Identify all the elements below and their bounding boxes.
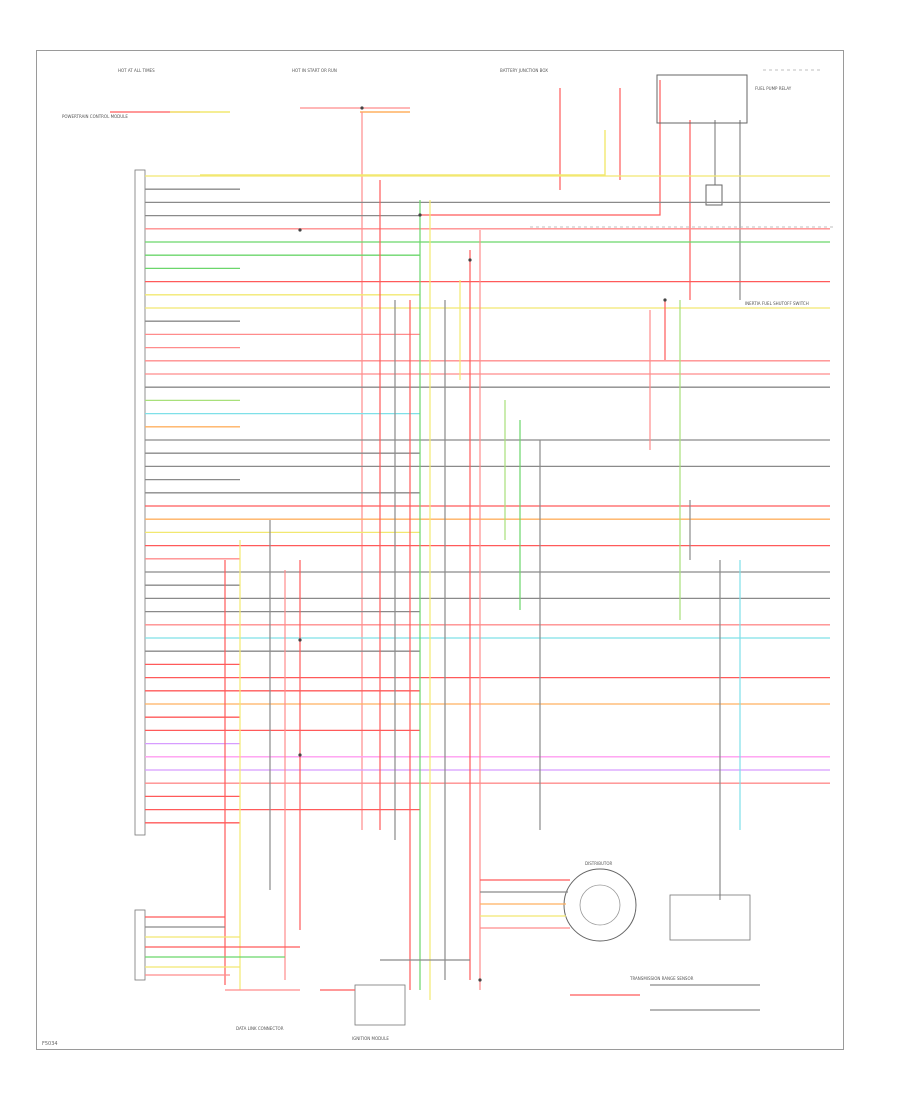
pcm-connector [134, 169, 146, 836]
label-fuel-pump-relay: FUEL PUMP RELAY [755, 86, 792, 91]
transmission-range-sensor [570, 894, 760, 1011]
label-pcm: POWERTRAIN CONTROL MODULE [62, 114, 128, 119]
label-hot-in-start-run: HOT IN START OR RUN [292, 68, 337, 73]
vertical-wire-runs [224, 180, 741, 1000]
data-link-connector [134, 909, 300, 991]
label-hot-at-all-times: HOT AT ALL TIMES [118, 68, 155, 73]
distributor [320, 868, 637, 1026]
label-ignition-module: IGNITION MODULE [352, 1036, 389, 1041]
component-labels: POWERTRAIN CONTROL MODULE DATA LINK CONN… [62, 68, 809, 1041]
label-battery-junction-box: BATTERY JUNCTION BOX [500, 68, 548, 73]
label-distributor: DISTRIBUTOR [585, 861, 612, 866]
diagram-code: F5034 [42, 1041, 58, 1047]
diagram-frame [36, 50, 844, 1050]
label-data-link-connector: DATA LINK CONNECTOR [236, 1026, 284, 1031]
splice-points [298, 106, 667, 982]
top-power-feed [110, 80, 741, 830]
fuel-pump-relay [656, 74, 748, 206]
label-inertia-switch: INERTIA FUEL SHUTOFF SWITCH [745, 301, 809, 306]
pcm-wire-runs [145, 175, 830, 824]
label-transmission-range-sensor: TRANSMISSION RANGE SENSOR [629, 976, 694, 981]
